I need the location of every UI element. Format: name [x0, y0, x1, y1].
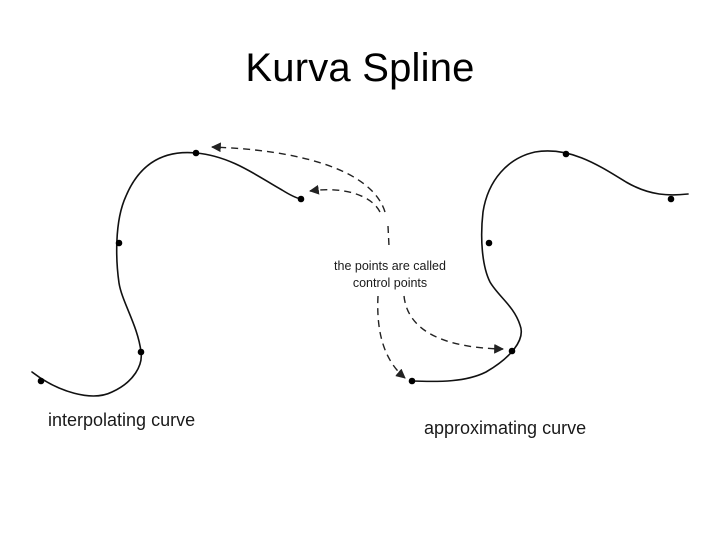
control-point — [408, 377, 416, 385]
callout-text-line-1: the points are called — [334, 259, 446, 273]
pointer-to-top-left-point — [211, 142, 386, 213]
control-point — [192, 149, 200, 157]
control-point — [297, 195, 305, 203]
approximating-curve — [411, 150, 689, 383]
control-point — [115, 239, 123, 247]
interpolating-curve-label: interpolating curve — [48, 410, 195, 430]
pointer-to-lower-right-point — [377, 295, 406, 379]
control-point — [562, 150, 570, 158]
control-point — [508, 347, 516, 355]
pointer-to-upper-right-point — [403, 295, 504, 354]
callout-text-line-2: control points — [353, 276, 427, 290]
pointer-to-right-left-point — [309, 184, 381, 213]
control-point — [485, 239, 493, 247]
control-point — [137, 348, 145, 356]
approximating-curve-label: approximating curve — [424, 418, 586, 438]
control-point — [37, 377, 45, 385]
pointer-from-callout-top — [387, 225, 390, 247]
interpolating-curve — [31, 151, 302, 397]
slide-title: Kurva Spline — [245, 46, 475, 90]
control-point — [667, 195, 675, 203]
